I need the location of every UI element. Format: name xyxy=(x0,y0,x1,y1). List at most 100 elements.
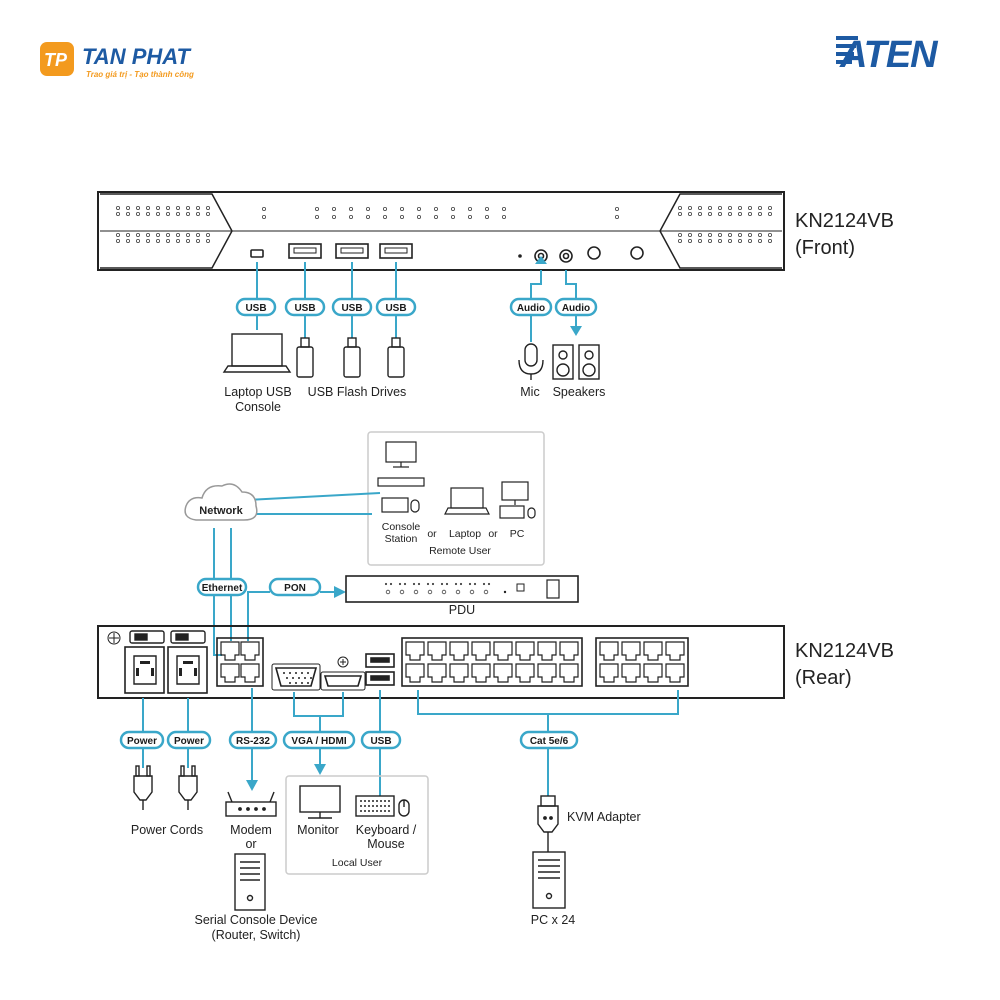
vent-dot xyxy=(698,238,703,243)
vent-dot xyxy=(678,232,683,237)
vga-pin xyxy=(310,677,312,679)
rj45-port xyxy=(599,663,619,683)
vent-dot xyxy=(126,232,131,237)
vent-dot xyxy=(678,238,683,243)
vent-dot xyxy=(185,211,190,216)
rear-arrows xyxy=(246,764,326,791)
vent-dot xyxy=(718,205,723,210)
tanphat-logo-tagline: Trao giá trị - Tạo thành công xyxy=(86,70,194,79)
vent-dot xyxy=(165,238,170,243)
mic-arrow-icon xyxy=(535,256,547,264)
rj45-port xyxy=(471,663,491,683)
svg-text:USB: USB xyxy=(245,303,266,314)
vent-dot xyxy=(185,205,190,210)
vent-dot xyxy=(708,232,713,237)
power-cord-icon-1 xyxy=(133,765,153,810)
rear-hdmi-port xyxy=(320,671,366,691)
pdu-dot xyxy=(384,582,388,586)
rj45-port xyxy=(643,641,663,661)
svg-text:USB: USB xyxy=(370,736,391,747)
vent-dot xyxy=(738,238,743,243)
vent-dot xyxy=(768,211,773,216)
network-cloud-label: Network xyxy=(199,505,243,517)
tanphat-logo-name: TAN PHAT xyxy=(82,44,192,69)
serial-device-label-1: Serial Console Device xyxy=(195,913,318,927)
vent-dot xyxy=(116,211,121,216)
vent-dot xyxy=(718,238,723,243)
led-dot xyxy=(416,214,421,219)
remote-user-caption: Remote User xyxy=(429,545,491,557)
remote-user-box xyxy=(367,431,545,566)
rear-lan-ports xyxy=(220,641,260,683)
vent-dot xyxy=(708,205,713,210)
pdu-indicator xyxy=(516,583,525,592)
pdu-dot xyxy=(454,582,458,586)
vent-dot xyxy=(195,238,200,243)
vent-dot xyxy=(728,205,733,210)
led-dot xyxy=(501,214,506,219)
led-dot xyxy=(416,206,421,211)
rear-view-label: (Rear) xyxy=(795,667,852,689)
front-cables xyxy=(256,262,577,342)
led-dot xyxy=(615,214,620,219)
vent-dot xyxy=(758,211,763,216)
power-inlet-2 xyxy=(167,646,208,694)
vga-pin xyxy=(295,672,297,674)
led-dot xyxy=(261,206,266,211)
ethernet-pill: Ethernet xyxy=(196,577,248,597)
local-keyboard-label-2: Mouse xyxy=(367,837,405,851)
rj45-port xyxy=(240,663,260,683)
rj45-port xyxy=(537,641,557,661)
pon-arrow-icon xyxy=(334,586,346,598)
rj45-port xyxy=(405,663,425,683)
led-dot xyxy=(450,214,455,219)
pdu-dot xyxy=(440,582,444,586)
rj45-port xyxy=(559,641,579,661)
vent-dot xyxy=(768,232,773,237)
rear-power-pill-2: Power xyxy=(166,730,212,750)
rear-lan-block xyxy=(216,637,264,687)
local-monitor-label: Monitor xyxy=(297,823,339,837)
pdu-dot xyxy=(459,582,463,586)
vent-dot xyxy=(175,232,180,237)
vent-dot xyxy=(738,205,743,210)
power-cord-icon-2 xyxy=(178,765,198,810)
svg-text:Audio: Audio xyxy=(562,303,590,314)
led-dot xyxy=(484,214,489,219)
remote-pc-label: PC xyxy=(510,528,525,540)
rj45-port xyxy=(471,641,491,661)
tanphat-logo-mark: TP xyxy=(44,50,68,70)
kvm-adapter-icon xyxy=(537,795,559,852)
power-inlet-1 xyxy=(124,646,165,694)
vent-dot xyxy=(155,211,160,216)
vent-dot xyxy=(135,205,140,210)
speakers-label: Speakers xyxy=(553,385,606,399)
vent-dot xyxy=(205,238,210,243)
pdu-outlet xyxy=(469,589,475,595)
vent-dot xyxy=(135,232,140,237)
svg-text:Ethernet: Ethernet xyxy=(202,583,243,594)
vent-dot xyxy=(688,211,693,216)
power-switch-2 xyxy=(170,630,206,644)
local-user-caption: Local User xyxy=(332,857,383,869)
rj45-port xyxy=(643,663,663,683)
pon-pill: PON xyxy=(268,577,322,597)
pdu-outlet xyxy=(455,589,461,595)
front-usb-port-2 xyxy=(335,243,369,259)
vent-dot xyxy=(126,205,131,210)
led-dot xyxy=(399,206,404,211)
vent-dot xyxy=(738,211,743,216)
vga-pin xyxy=(289,682,291,684)
vent-dot xyxy=(116,232,121,237)
rj45-port xyxy=(665,663,685,683)
kvm-adapter-label: KVM Adapter xyxy=(567,810,641,824)
pdu-switch xyxy=(546,579,560,599)
console-station-label-2: Station xyxy=(385,533,418,545)
remote-or-2: or xyxy=(488,528,498,540)
local-keyboard-label-1: Keyboard / xyxy=(356,823,417,837)
vent-dot xyxy=(708,238,713,243)
rj45-port xyxy=(621,663,641,683)
vga-pin xyxy=(301,682,303,684)
vga-pin xyxy=(292,677,294,679)
